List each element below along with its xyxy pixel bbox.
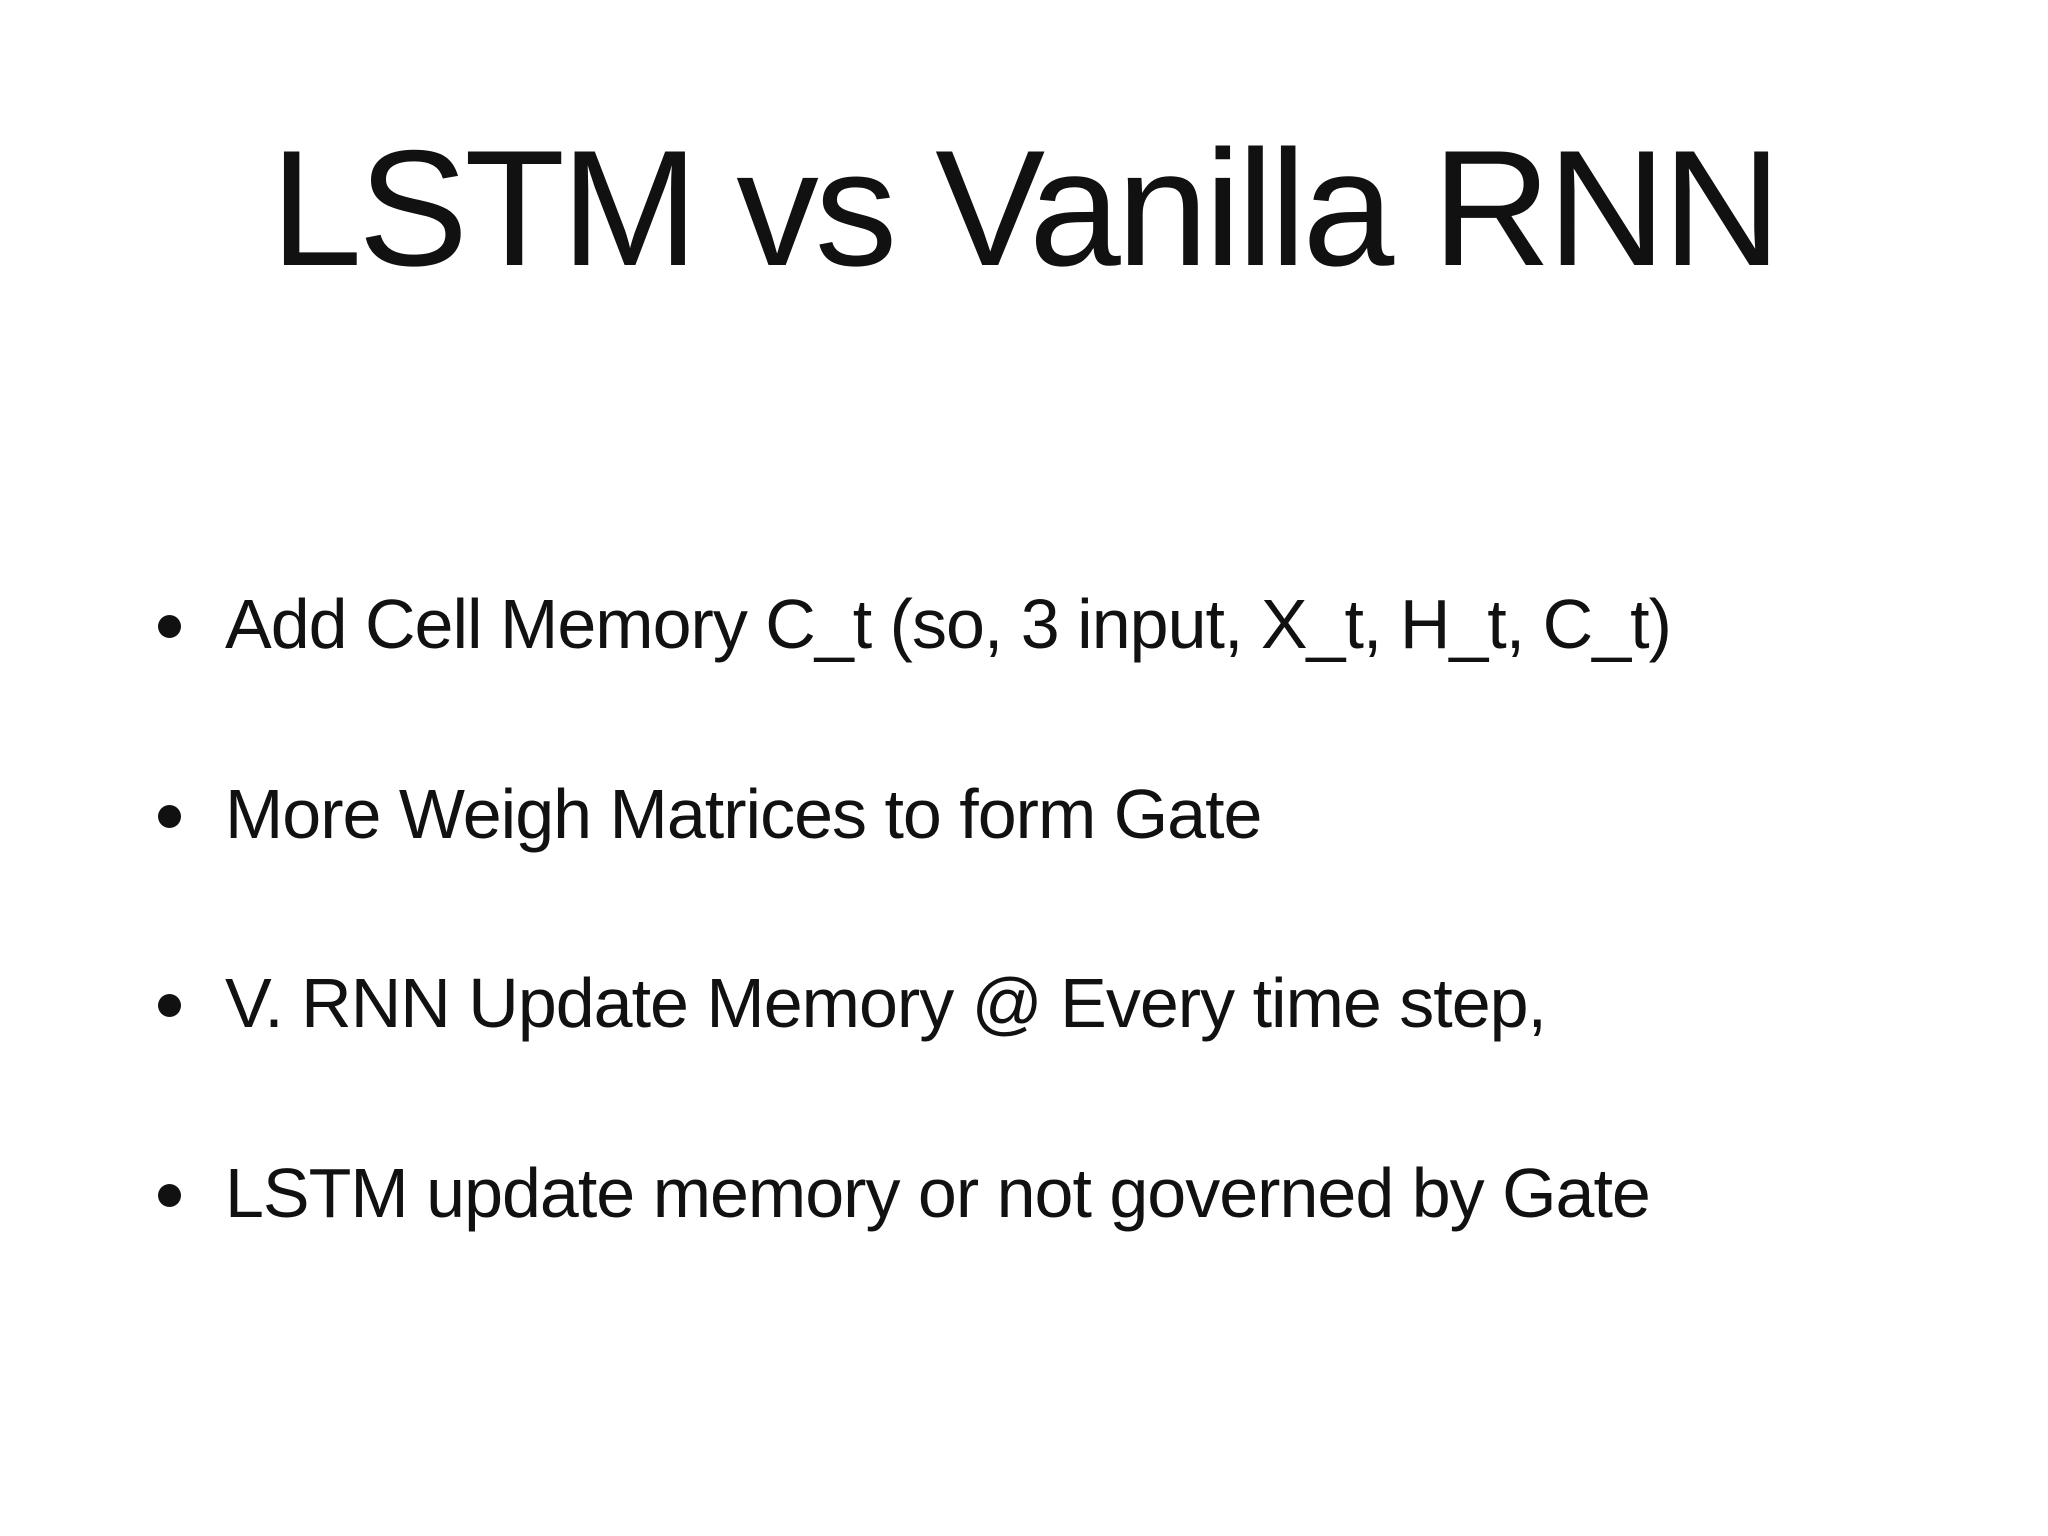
bullet-text: More Weigh Matrices to form Gate xyxy=(225,774,1262,853)
bullet-dot-icon xyxy=(158,1183,181,1207)
bullet-dot-icon xyxy=(158,615,181,638)
bullet-dot-icon xyxy=(158,804,181,828)
bullet-text: Add Cell Memory C_t (so, 3 input, X_t, H… xyxy=(225,585,1672,663)
bullet-item: More Weigh Matrices to form Gate xyxy=(158,774,1968,853)
bullet-item: V. RNN Update Memory @ Every time step, xyxy=(158,964,1968,1042)
bullet-dot-icon xyxy=(158,994,181,1017)
bullet-item: LSTM update memory or not governed by Ga… xyxy=(158,1153,1968,1232)
slide-title: LSTM vs Vanilla RNN xyxy=(270,116,1781,300)
bullet-list: Add Cell Memory C_t (so, 3 input, X_t, H… xyxy=(158,585,1968,1346)
bullet-item: Add Cell Memory C_t (so, 3 input, X_t, H… xyxy=(158,585,1968,663)
bullet-text: V. RNN Update Memory @ Every time step, xyxy=(225,964,1547,1042)
bullet-text: LSTM update memory or not governed by Ga… xyxy=(225,1153,1651,1232)
